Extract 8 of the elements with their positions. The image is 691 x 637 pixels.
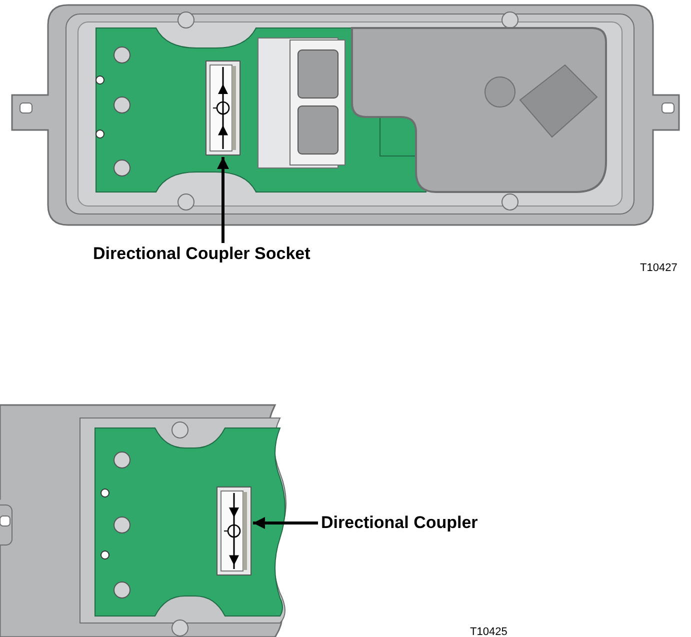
figure-number: T10427 [640,262,678,274]
leader-arrow [217,157,229,243]
directional-coupler [216,486,252,576]
figure-number: T10425 [470,626,508,637]
coupler-socket [205,60,241,156]
leader-arrow [253,517,318,529]
part-label: Directional Coupler [321,513,478,533]
part-label: Directional Coupler Socket [93,244,310,264]
